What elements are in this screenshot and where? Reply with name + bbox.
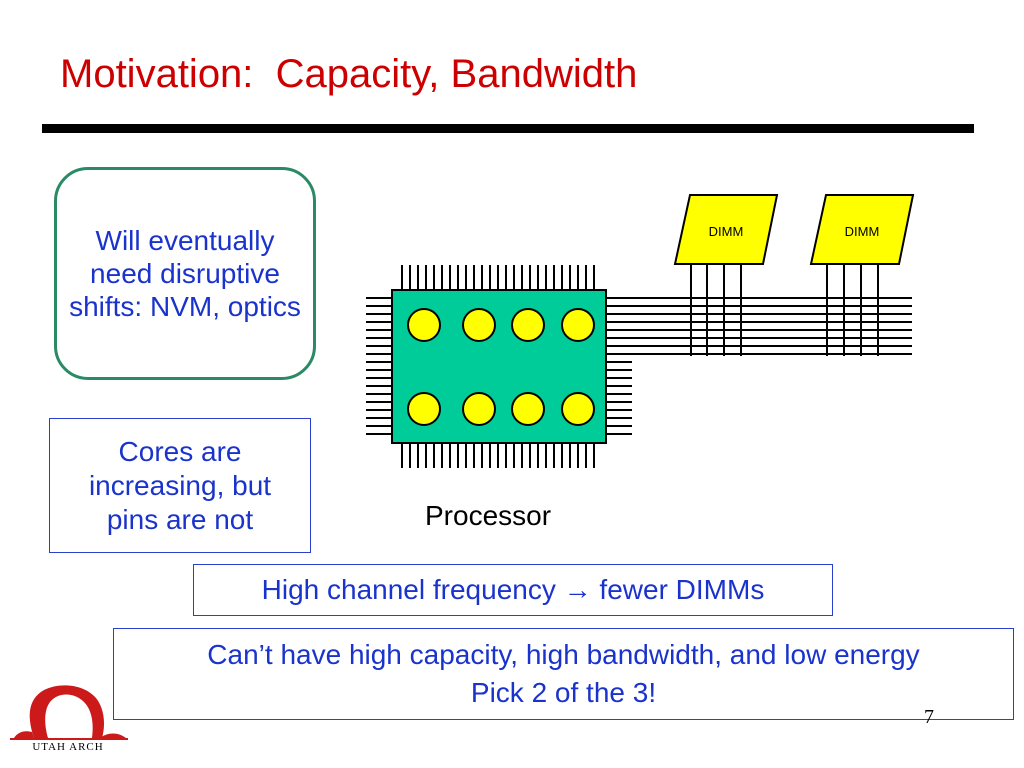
memory-bus bbox=[606, 297, 912, 355]
cores-line-2: increasing, but bbox=[88, 469, 272, 501]
core bbox=[561, 392, 595, 426]
core bbox=[511, 308, 545, 342]
left-pins bbox=[366, 297, 392, 435]
slide-number: 7 bbox=[924, 706, 934, 728]
frequency-callout: High channel frequency → fewer DIMMs bbox=[193, 564, 833, 616]
dimm-module-1: DIMM bbox=[673, 194, 779, 265]
tradeoff-callout: Can’t have high capacity, high bandwidth… bbox=[113, 628, 1014, 720]
arrow-right-icon: → bbox=[563, 574, 592, 605]
frequency-left-text: High channel frequency bbox=[261, 574, 556, 605]
dimm-module-2: DIMM bbox=[809, 194, 915, 265]
processor-label: Processor bbox=[425, 500, 552, 531]
dimm-label-1: DIMM bbox=[709, 224, 744, 239]
slide-title: Motivation: Capacity, Bandwidth bbox=[60, 52, 638, 96]
utah-arch-logo: UTAH ARCH bbox=[4, 680, 134, 757]
core bbox=[407, 392, 441, 426]
cores-line-3: pins are not bbox=[106, 503, 254, 535]
dimm-connectors bbox=[690, 262, 879, 356]
top-pins bbox=[401, 265, 595, 290]
disruptive-callout: Will eventually need disruptive shifts: … bbox=[54, 167, 316, 380]
cores-line-1: Cores are bbox=[118, 435, 242, 467]
core bbox=[407, 308, 441, 342]
core bbox=[561, 308, 595, 342]
cores bbox=[407, 308, 595, 426]
core bbox=[511, 392, 545, 426]
cores-callout: Cores are increasing, but pins are not bbox=[49, 418, 311, 553]
tradeoff-line-2: Pick 2 of the 3! bbox=[470, 677, 657, 708]
processor-dimm-diagram: DIMM DIMM bbox=[366, 194, 915, 468]
logo-text: UTAH ARCH bbox=[32, 741, 103, 752]
bottom-pins bbox=[401, 443, 595, 468]
core bbox=[462, 392, 496, 426]
core bbox=[462, 308, 496, 342]
frequency-right-text: fewer DIMMs bbox=[599, 574, 765, 605]
delicate-arch-icon: UTAH ARCH bbox=[10, 685, 128, 753]
tradeoff-line-1: Can’t have high capacity, high bandwidth… bbox=[207, 639, 920, 670]
right-pins bbox=[606, 361, 632, 435]
disruptive-text: Will eventually need disruptive shifts: … bbox=[69, 225, 301, 322]
title-rule bbox=[42, 124, 974, 133]
dimm-label-2: DIMM bbox=[845, 224, 880, 239]
